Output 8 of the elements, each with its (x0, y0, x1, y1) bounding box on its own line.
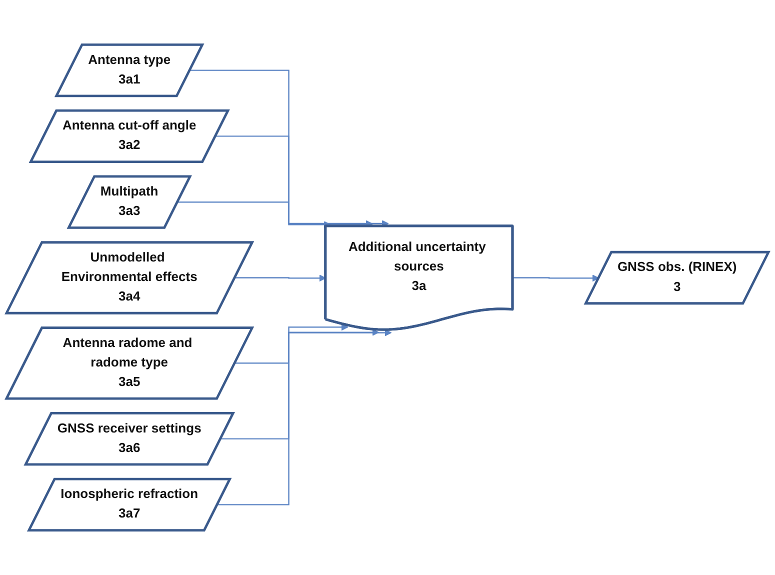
arrow (176, 201, 331, 228)
arrow (512, 274, 600, 282)
arrow (214, 136, 374, 228)
arrow (234, 324, 348, 364)
arrow (220, 328, 380, 440)
arrow (189, 70, 389, 228)
arrow (216, 329, 392, 506)
arrow (234, 274, 326, 282)
